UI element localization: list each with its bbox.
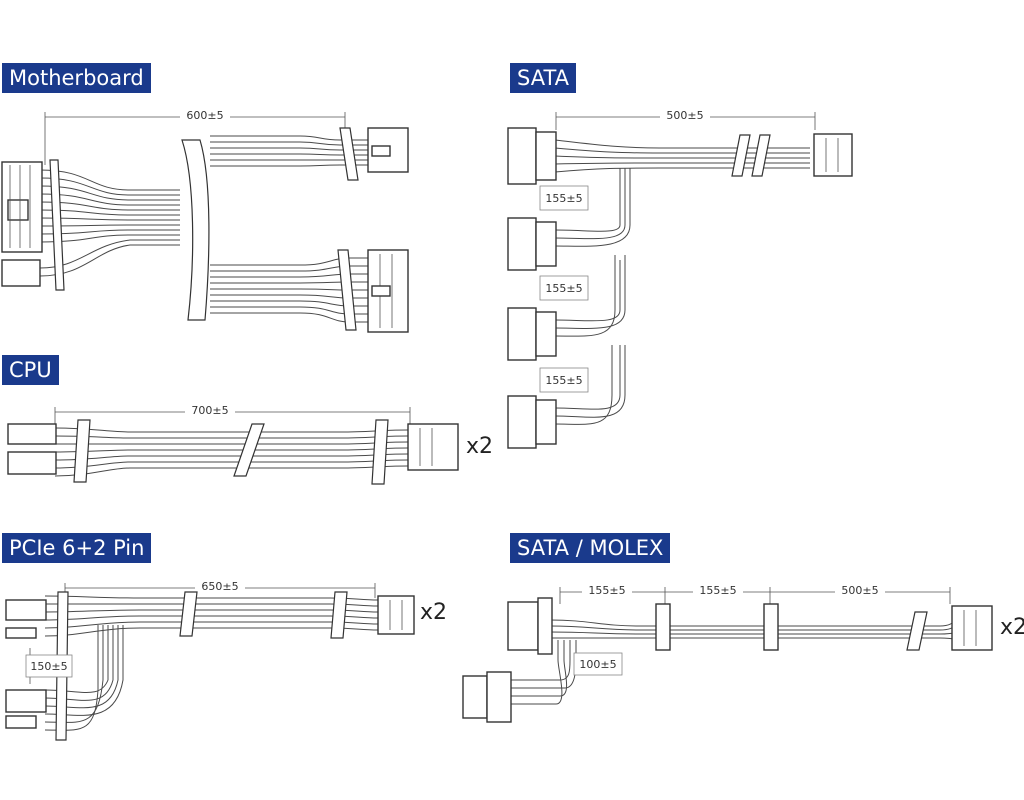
sata-molex-multiplier: x2 (1000, 615, 1024, 640)
sata-connector-3 (507, 307, 537, 361)
pcie-8pin-psu-connector (377, 595, 415, 635)
pcie-2pin-connector-a (5, 599, 47, 621)
sata-spacing-2: 155±5 (545, 282, 582, 295)
sata-cable: 500±5 155±5 155±5 1 (507, 108, 853, 449)
sata-connector-4 (507, 395, 537, 449)
sata-molex-sata-connector (507, 601, 539, 651)
sata-molex-spacing-b: 155±5 (699, 584, 736, 597)
motherboard-cable: 600±5 (1, 108, 409, 333)
pcie-multiplier: x2 (420, 600, 448, 625)
pcie-label: PCIe 6+2 Pin (2, 533, 152, 563)
sata-label: SATA (510, 63, 577, 93)
sata-molex-spacing-a: 155±5 (588, 584, 625, 597)
pcie-branch-length: 150±5 (30, 660, 67, 673)
molex-connector (462, 675, 488, 719)
motherboard-label: Motherboard (2, 63, 151, 93)
motherboard-length: 600±5 (186, 109, 223, 122)
pcie-cable: 650±5 150±5 (5, 579, 415, 741)
sata-length: 500±5 (666, 109, 703, 122)
sata-psu-connector (813, 133, 853, 177)
sata-molex-inline-connector-2 (763, 603, 779, 651)
sata-molex-length: 500±5 (841, 584, 878, 597)
pcie-length: 650±5 (201, 580, 238, 593)
sata-spacing-1: 155±5 (545, 192, 582, 205)
pcie-2pin-connector-b (5, 689, 47, 713)
sata-connector-1 (507, 127, 537, 185)
cpu-label: CPU (2, 355, 59, 385)
sata-spacing-3: 155±5 (545, 374, 582, 387)
sata-connector-2 (507, 217, 537, 271)
sata-molex-cable: 155±5 155±5 500±5 100±5 (462, 583, 993, 723)
cpu-cable: 700±5 (7, 403, 459, 485)
sata-molex-label: SATA / MOLEX (510, 533, 671, 563)
cpu-4pin-connector-b (7, 451, 57, 475)
molex-branch-length: 100±5 (579, 658, 616, 671)
sata-molex-psu-connector (951, 605, 993, 651)
cpu-4pin-connector-a (7, 423, 57, 445)
cpu-multiplier: x2 (466, 434, 494, 459)
cpu-8pin-connector (407, 423, 459, 471)
cpu-length: 700±5 (191, 404, 228, 417)
sata-molex-inline-connector-1 (655, 603, 671, 651)
